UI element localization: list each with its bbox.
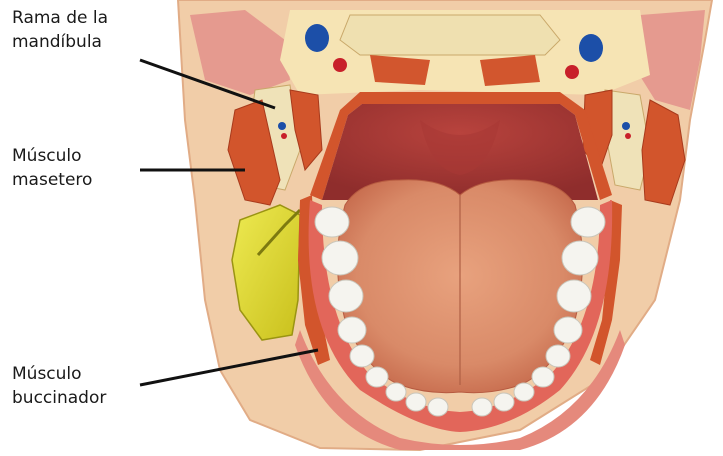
right-carotid-artery [565,65,579,79]
tooth-left-7 [386,383,406,401]
tooth-left-6 [366,367,388,387]
tooth-right-2 [562,241,598,275]
right-alveolar-vessel [622,122,630,130]
label-musculo-masetero: Músculo masetero [12,144,92,192]
tooth-right-6 [532,367,554,387]
right-jugular-vein [579,34,603,62]
label-masetero-line1: Músculo [12,144,92,168]
left-alveolar-artery [281,133,287,139]
skull-base-bone [340,15,560,55]
tooth-left-9 [428,398,448,416]
label-masetero-line2: masetero [12,168,92,192]
tooth-left-5 [350,345,374,367]
label-buccinador-line2: buccinador [12,386,106,410]
left-jugular-vein [305,24,329,52]
tooth-right-1 [571,207,605,237]
tooth-right-5 [546,345,570,367]
label-rama-line1: Rama de la [12,6,108,30]
tooth-right-4 [554,317,582,343]
tooth-right-7 [514,383,534,401]
label-buccinador-line1: Músculo [12,362,106,386]
left-pterygoid-muscle [370,55,430,85]
tooth-left-2 [322,241,358,275]
tooth-left-8 [406,393,426,411]
label-rama-line2: mandíbula [12,30,108,54]
tooth-left-3 [329,280,363,312]
right-pterygoid-muscle [480,55,540,86]
tooth-left-1 [315,207,349,237]
right-alveolar-artery [625,133,631,139]
tooth-right-9 [472,398,492,416]
left-alveolar-vessel [278,122,286,130]
left-carotid-artery [333,58,347,72]
tooth-right-3 [557,280,591,312]
tooth-right-8 [494,393,514,411]
label-rama-mandibula: Rama de la mandíbula [12,6,108,54]
label-musculo-buccinador: Músculo buccinador [12,362,106,410]
tooth-left-4 [338,317,366,343]
